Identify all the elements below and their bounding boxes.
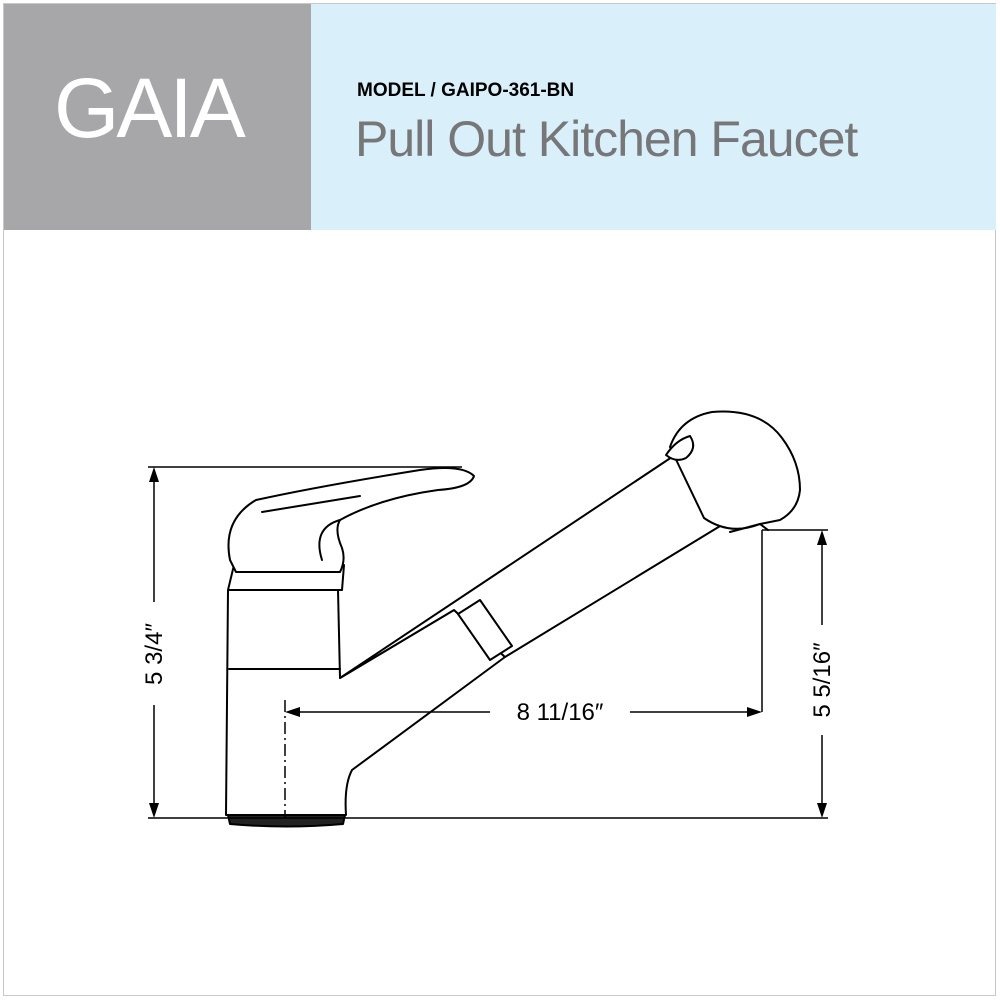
brand-panel: GAIA bbox=[4, 4, 311, 230]
arrow-spout-height-top bbox=[817, 530, 827, 545]
brand-logo: GAIA bbox=[54, 61, 246, 155]
arrow-spout-height-bottom bbox=[817, 803, 827, 818]
product-name: Pull Out Kitchen Faucet bbox=[355, 111, 858, 167]
arrow-spout-reach-right bbox=[747, 707, 762, 717]
faucet-base-ring bbox=[227, 814, 346, 828]
arrow-spout-reach-left bbox=[285, 707, 300, 717]
spout-band bbox=[457, 599, 513, 661]
model-number: MODEL / GAIPO-361-BN bbox=[357, 80, 575, 101]
spray-head-tip bbox=[729, 523, 769, 533]
title-panel: MODEL / GAIPO-361-BN Pull Out Kitchen Fa… bbox=[311, 4, 996, 230]
spout-height-label: 5 5/16″ bbox=[809, 642, 836, 718]
arrow-overall-height-bottom bbox=[149, 803, 159, 818]
arrow-overall-height-top bbox=[149, 467, 159, 482]
spout-reach-label: 8 11/16″ bbox=[517, 699, 604, 726]
spray-head-button bbox=[665, 435, 695, 461]
page-border bbox=[3, 3, 996, 996]
lever-handle-detail bbox=[261, 495, 361, 561]
lever-handle bbox=[227, 467, 475, 573]
faucet-body bbox=[225, 589, 506, 816]
overall-height-label: 5 3/4″ bbox=[141, 623, 168, 685]
